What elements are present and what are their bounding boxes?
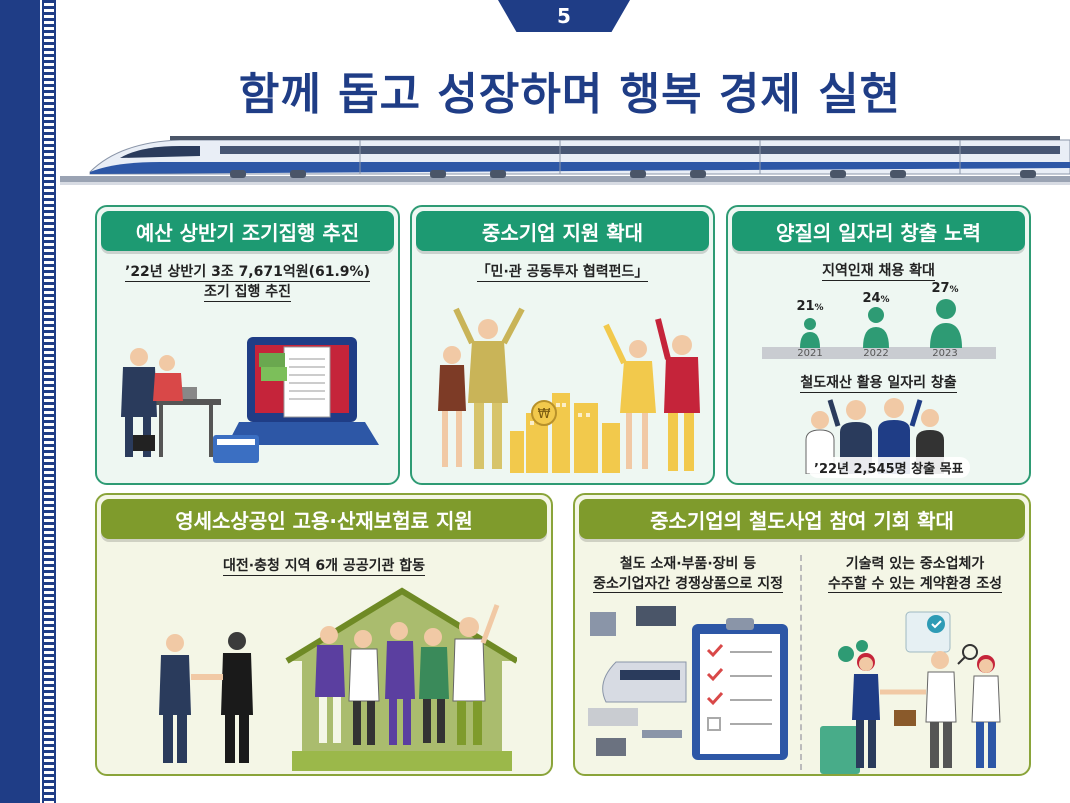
jobs-year-2023: 2023 [932, 348, 958, 359]
sme-support-card-heading: 중소기업 지원 확대 [416, 211, 709, 251]
rail-sme-right-text: 기술력 있는 중소업체가 수주할 수 있는 계약환경 조성 [804, 554, 1026, 594]
budget-card-heading: 예산 상반기 조기집행 추진 [101, 211, 394, 251]
rail-sme-right-line1: 기술력 있는 중소업체가 [845, 556, 985, 572]
binder-bar [0, 0, 40, 803]
jobs-sub2: 철도재산 활용 일자리 창출 [800, 375, 957, 393]
jobs-target: ’22년 2,545명 창출 목표 [808, 457, 970, 478]
jobs-sub1: 지역인재 채용 확대 [822, 263, 935, 281]
jobs-person-2022-icon [863, 307, 889, 348]
rail-sme-left-line2: 중소기업자간 경쟁상품으로 지정 [592, 576, 784, 593]
page-title: 함께 돕고 성장하며 행복 경제 실현 [238, 69, 902, 120]
jobs-year-2022: 2022 [863, 348, 889, 359]
rail-parts-illustration [586, 602, 794, 764]
rail-sme-left-text: 철도 소재·부품·장비 등 중소기업자간 경쟁상품으로 지정 [578, 554, 798, 594]
jobs-stat-2022: 24% [862, 291, 890, 306]
sme-support-line1: 「민·관 공동투자 협력펀드」 [476, 264, 649, 282]
budget-line2: 조기 집행 추진 [203, 284, 292, 302]
svg-text:₩: ₩ [538, 407, 551, 422]
jobs-person-2023-icon [930, 299, 962, 348]
rail-sme-divider [800, 555, 802, 770]
rail-sme-card: 중소기업의 철도사업 참여 기회 확대 [573, 493, 1031, 776]
rail-sme-left-line1: 철도 소재·부품·장비 등 [619, 556, 757, 572]
binder-rings [42, 0, 56, 803]
binder-strip [0, 0, 58, 803]
small-biz-card-heading: 영세소상공인 고용·산재보험료 지원 [101, 499, 547, 539]
budget-illustration [109, 317, 389, 467]
contract-illustration [818, 606, 1018, 774]
rail-sme-card-heading: 중소기업의 철도사업 참여 기회 확대 [579, 499, 1025, 539]
jobs-year-2021: 2021 [797, 348, 823, 359]
sme-support-illustration: ₩ [426, 303, 702, 475]
budget-card: 예산 상반기 조기집행 추진 ’22년 상반기 3조 7,671억원(61.9%… [95, 205, 400, 485]
jobs-stat-2021: 21% [796, 299, 824, 314]
page-number-tab: 5 [498, 0, 630, 32]
small-biz-line1: 대전·충청 지역 6개 공공기관 합동 [223, 558, 425, 576]
small-biz-card: 영세소상공인 고용·산재보험료 지원 대전·충청 지역 6개 공공기관 합동 [95, 493, 553, 776]
train-illustration [60, 132, 1070, 190]
jobs-stat-2023: 27% [931, 281, 959, 296]
rail-sme-right-line2: 수주할 수 있는 계약환경 조성 [827, 576, 1003, 593]
small-biz-illustration [137, 585, 517, 771]
jobs-card-heading: 양질의 일자리 창출 노력 [732, 211, 1025, 251]
budget-line1: ’22년 상반기 3조 7,671억원(61.9%) [125, 264, 370, 282]
jobs-person-2021-icon [800, 318, 820, 348]
sme-support-card: 중소기업 지원 확대 「민·관 공동투자 협력펀드」 ₩ [410, 205, 715, 485]
jobs-baseline [762, 347, 996, 359]
